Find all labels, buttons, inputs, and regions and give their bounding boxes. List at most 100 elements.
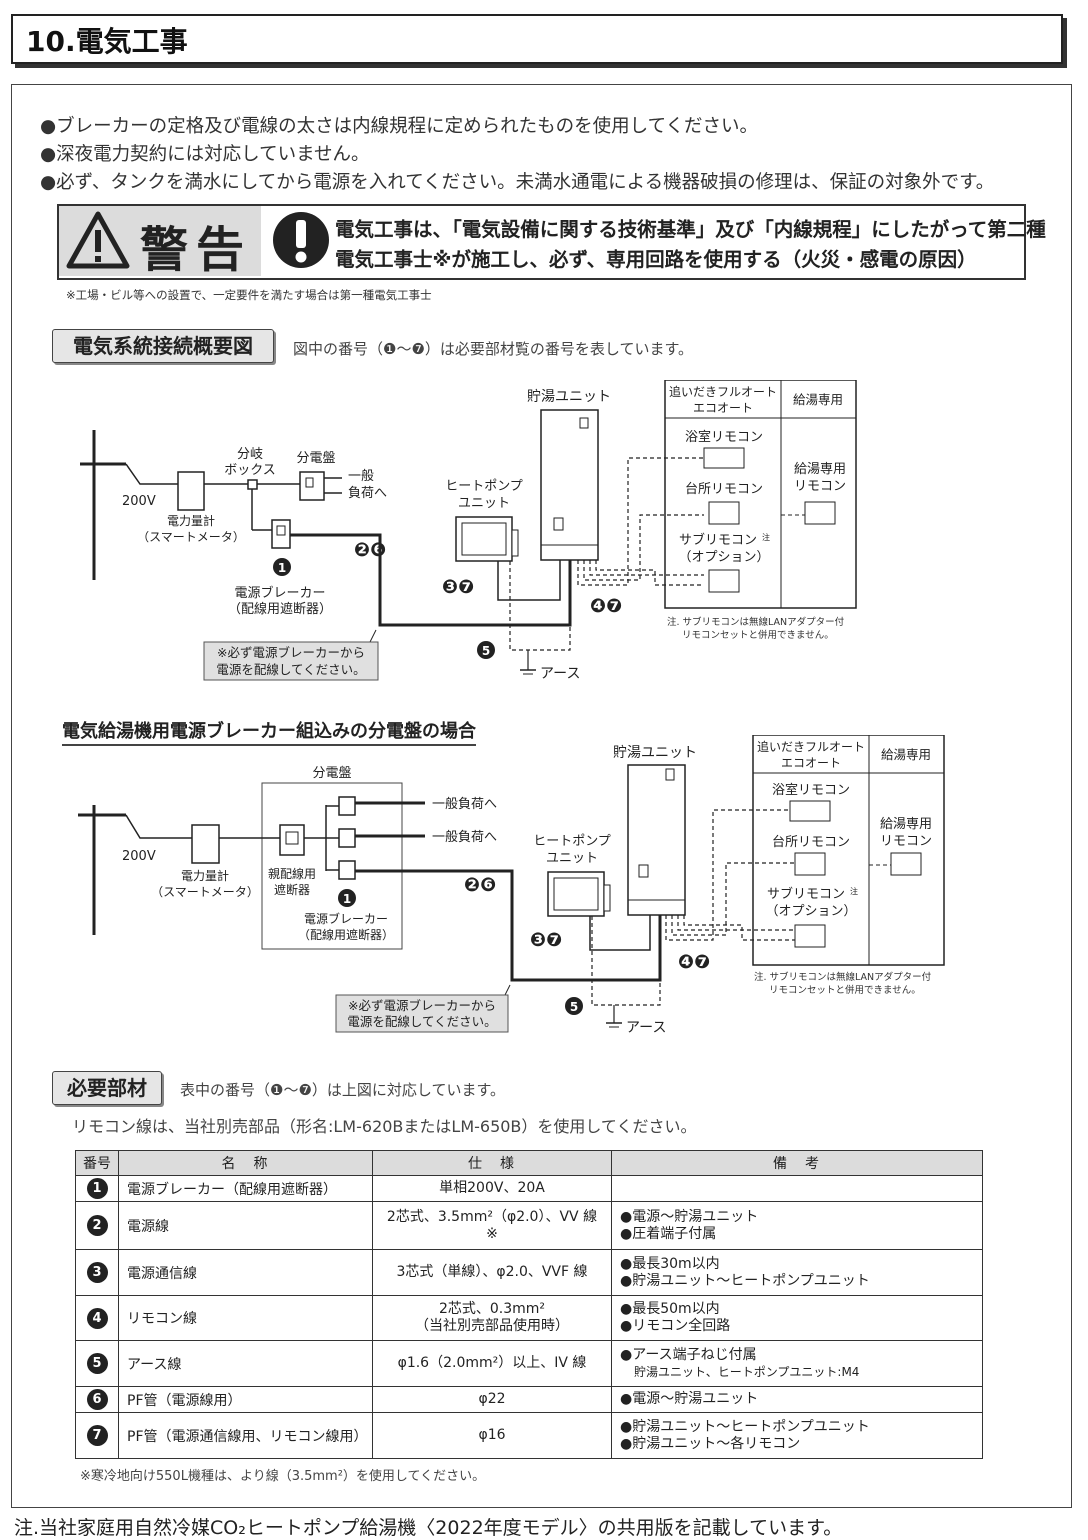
row-spec: φ16: [478, 1427, 506, 1443]
earth-label: アース: [540, 666, 580, 682]
row-name: PF管（電源線用）: [118, 1386, 373, 1413]
remote-lines: [577, 457, 704, 586]
row-number-badge: 2: [86, 1215, 108, 1236]
breaker2-label2: （配線用遮断器）: [298, 927, 394, 942]
col-auto2-label2: エコオート: [781, 756, 841, 770]
supply-remote-label2: リモコン: [794, 479, 846, 494]
breaker-warning-note-2: [335, 994, 509, 1033]
remote-cable-note: リモコン線は、当社別売部品（形名:LM-620BまたはLM-650B）を使用して…: [72, 1117, 697, 1136]
exclamation-icon: [273, 212, 329, 268]
col-auto2-label1: 追いだきフルオート: [757, 739, 865, 754]
supply-remote-icon: [804, 501, 836, 525]
note-breaker: ●ブレーカーの定格及び電線の太さは内線規程に定められたものを使用してください。: [40, 116, 759, 137]
row-spec: 3芯式（単線）、φ2.0、VVF 線: [396, 1264, 588, 1280]
note-fill-tank: ●必ず、タンクを満水にしてから電源を入れてください。未満水通電による機器破損の修…: [40, 172, 995, 193]
branch-label2: ボックス: [224, 463, 276, 478]
badge-47: ❹❼: [590, 595, 622, 617]
row-number-badge: 3: [86, 1262, 108, 1283]
breaker-warning-note: [203, 641, 379, 681]
row-remark: ●貯湯ユニット〜各リモコン: [620, 1435, 801, 1452]
breaker-warning-line2: 電源を配線してください。: [216, 662, 365, 677]
section-label-required-parts: 必要部材: [52, 1071, 162, 1105]
row-name: リモコン線: [118, 1295, 373, 1341]
connection-diagram-2: 200V 電力量計 （スマートメータ） 分電盤 親配線用 遮断器 一般負荷へ 一…: [78, 735, 945, 1036]
warning-label: 警告: [140, 222, 253, 278]
row-name: PF管（電源通信線用、リモコン線用）: [118, 1412, 373, 1459]
remote-table: [664, 380, 857, 609]
branch-breaker-2: [338, 828, 356, 848]
branch-box: [247, 479, 258, 490]
row-remark: 貯湯ユニット、ヒートポンプユニット:M4: [634, 1364, 860, 1379]
heat-pump-label1: ヒートポンプ: [445, 479, 523, 494]
table-row: 1 電源ブレーカー（配線用遮断器） 単相200V、20A: [75, 1175, 983, 1202]
table-row: 7 PF管（電源通信線用、リモコン線用） φ16 ●貯湯ユニット〜ヒートポンプユ…: [75, 1412, 983, 1459]
breaker-label2: （配線用遮断器）: [228, 601, 332, 617]
table-row: 3 電源通信線 3芯式（単線）、φ2.0、VVF 線 ●最長30m以内●貯湯ユニ…: [75, 1249, 983, 1296]
table-row: 5 アース線 φ1.6（2.0mm²）以上、IV 線 ●アース端子ねじ付属貯湯ユ…: [75, 1340, 983, 1387]
row-number-badge: 5: [86, 1353, 108, 1374]
general-load-2b: 一般負荷へ: [432, 829, 497, 845]
distribution-panel: [299, 471, 325, 501]
warning-text-line1: 電気工事は、「電気設備に関する技術基準」及び「内線規程」にしたがって第二種: [335, 218, 1046, 241]
badge-26: ❷❻: [354, 539, 386, 561]
svg-text:1: 1: [278, 561, 286, 575]
breaker2-warning-line1: ※必ず電源ブレーカーから: [348, 998, 496, 1013]
voltage-label: 200V: [122, 494, 156, 509]
remote-table-2: [752, 735, 945, 966]
row-remark: ●貯湯ユニット〜ヒートポンプユニット: [620, 1272, 870, 1289]
note-night-power: ●深夜電力契約には対応していません。: [40, 144, 370, 165]
earth2-label: アース: [626, 1020, 666, 1036]
table-row: 4 リモコン線 2芯式、0.3mm²（当社別売部品使用時） ●最長50m以内●リ…: [75, 1295, 983, 1341]
heat-pump2-label2: ユニット: [546, 851, 598, 866]
row-remark: ●アース端子ねじ付属: [620, 1346, 757, 1363]
row-remark: ●貯湯ユニット〜ヒートポンプユニット: [620, 1418, 870, 1435]
main-breaker-label1: 親配線用: [268, 866, 316, 881]
table-row: 2 電源線 2芯式、3.5mm²（φ2.0）、VV 線※ ●電源〜貯湯ユニット●…: [75, 1201, 983, 1250]
warning-triangle-icon: [66, 211, 130, 269]
sub-remote-label2: （オプション）: [678, 550, 769, 565]
row-remark: ●圧着端子付属: [620, 1225, 717, 1242]
warning-footnote: ※工場・ビル等への設置で、一定要件を満たす場合は第一種電気工事士: [66, 288, 432, 302]
parts-table: 番号 名 称 仕 様 備 考 1 電源ブレーカー（配線用遮断器） 単相200V、…: [75, 1150, 983, 1459]
warning-box: [57, 204, 1026, 280]
row-spec: 単相200V、20A: [439, 1180, 545, 1196]
meter2-label1: 電力量計: [181, 868, 229, 883]
general-load-2a: 一般負荷へ: [432, 796, 497, 812]
svg-text:5: 5: [482, 644, 490, 658]
breaker2-warning-line2: 電源を配線してください。: [347, 1014, 496, 1029]
row-remark: ●電源〜貯湯ユニット: [620, 1391, 759, 1407]
diagram-note2: リモコンセットと併用できません。: [682, 629, 834, 641]
content-frame: [11, 84, 1072, 1508]
row-number-badge: 4: [86, 1307, 108, 1329]
badge-5-d2: [565, 997, 583, 1015]
supply-remote-label1: 給湯専用: [794, 462, 846, 477]
col-auto-label2: エコオート: [693, 401, 753, 415]
supply-remote2-label1: 給湯専用: [880, 817, 932, 832]
heat-pump-unit-2: [547, 871, 605, 917]
power-breaker: [271, 519, 291, 549]
section-desc-connection-diagram: 図中の番号（❶〜❼）は必要部材覧の番号を表しています。: [293, 340, 693, 358]
badge-1-d2: [338, 889, 356, 907]
row-remark: ●最長50m以内: [620, 1301, 720, 1317]
utility-pole-2: [78, 805, 192, 935]
col-supply2-label: 給湯専用: [881, 747, 931, 762]
sub-remote2-label2: （オプション）: [765, 904, 856, 919]
table-footnote: ※寒冷地向け550L機種は、より線（3.5mm²）を使用してください。: [80, 1469, 486, 1484]
col-auto-label1: 追いだきフルオート: [669, 384, 777, 399]
sub-remote2-label1: サブリモコン: [767, 886, 845, 902]
kitchen-remote2-icon: [794, 852, 826, 876]
panel-label: 分電盤: [296, 451, 335, 466]
row-spec: 2芯式、0.3mm²: [438, 1301, 546, 1317]
row-spec: φ1.6（2.0mm²）以上、IV 線: [397, 1355, 587, 1371]
utility-pole: [80, 430, 180, 580]
row-name: 電源ブレーカー（配線用遮断器）: [118, 1175, 373, 1202]
section-desc-required-parts: 表中の番号（❶〜❼）は上図に対応しています。: [180, 1081, 505, 1099]
row-spec-note: ※: [486, 1225, 498, 1242]
branch-breaker-3: [338, 860, 356, 880]
header-name: 名 称: [118, 1150, 373, 1176]
voltage-label-2: 200V: [122, 849, 156, 864]
heat-pump-unit: [455, 516, 513, 562]
main-breaker-label2: 遮断器: [274, 882, 310, 897]
general-load-label2: 負荷へ: [348, 486, 387, 501]
sub-remote-note-mark: 注: [762, 532, 770, 542]
